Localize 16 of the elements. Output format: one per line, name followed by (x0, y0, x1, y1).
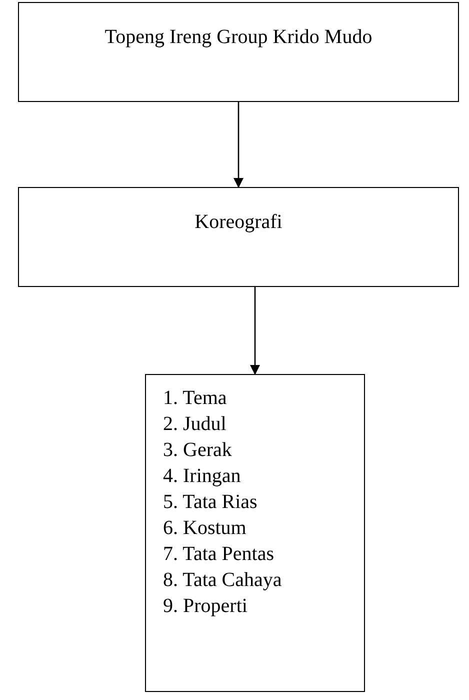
list-item: 4. Iringan (163, 464, 241, 489)
list-item: 8. Tata Cahaya (163, 568, 282, 593)
list-item: 6. Kostum (163, 516, 246, 541)
list-item: 5. Tata Rias (163, 490, 258, 515)
list-item: 2. Judul (163, 412, 226, 437)
box-label: Koreografi (194, 210, 284, 234)
list-item: 9. Properti (163, 594, 248, 619)
arrow (250, 287, 260, 375)
box-label: Topeng Ireng Group Krido Mudo (104, 25, 374, 49)
arrow (234, 102, 244, 188)
list-item: 7. Tata Pentas (163, 542, 274, 567)
list-item: 3. Gerak (163, 438, 232, 463)
list-box (145, 374, 365, 692)
process-box (18, 187, 459, 287)
process-box (18, 2, 459, 102)
list-item: 1. Tema (163, 386, 227, 411)
